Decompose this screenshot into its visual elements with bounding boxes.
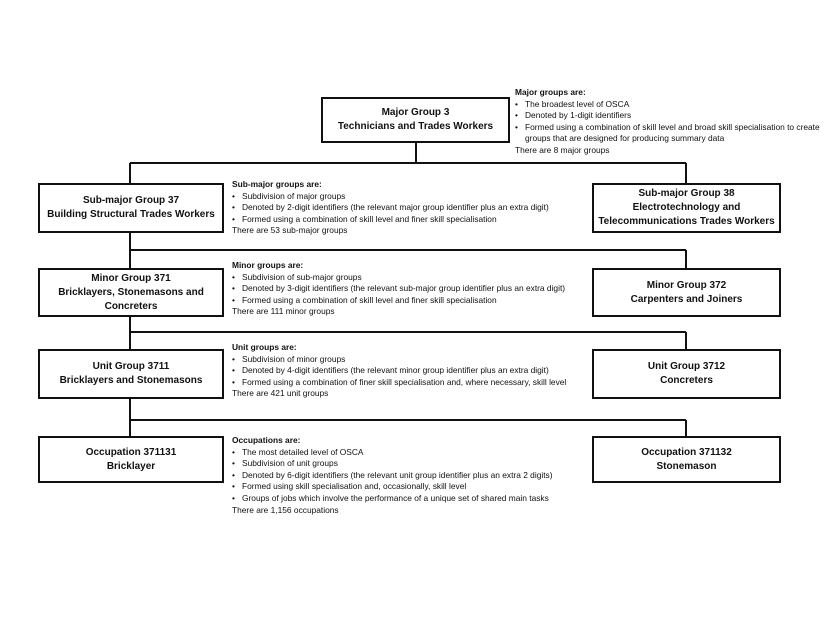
note-item: Subdivision of unit groups [232,458,592,470]
note-item: Denoted by 3-digit identifiers (the rele… [232,283,584,295]
note-heading: Major groups are: [515,87,586,97]
note-list: Subdivision of sub-major groups Denoted … [232,272,584,307]
note-item: Subdivision of sub-major groups [232,272,584,284]
note-heading: Unit groups are: [232,342,297,352]
minor-group-left-box: Minor Group 371 Bricklayers, Stonemasons… [38,268,224,317]
submajor-group-right-box: Sub-major Group 38 Electrotechnology and… [592,183,781,233]
major-group-subtitle: Technicians and Trades Workers [337,121,494,132]
note-list: The most detailed level of OSCA Subdivis… [232,447,592,505]
unit-group-left-box: Unit Group 3711 Bricklayers and Stonemas… [38,349,224,399]
note-item: Formed using a combination of skill leve… [515,122,820,145]
note-item: Formed using a combination of skill leve… [232,295,584,307]
occupations-note: Occupations are: The most detailed level… [232,435,592,516]
note-item: Formed using skill specialisation and, o… [232,481,592,493]
minor-groups-note: Minor groups are: Subdivision of sub-maj… [232,260,584,318]
occupation-left-subtitle: Bricklayer [106,460,156,472]
note-heading: Sub-major groups are: [232,179,322,189]
major-groups-note: Major groups are: The broadest level of … [515,87,820,157]
note-footer: There are 1,156 occupations [232,504,339,515]
note-footer: There are 53 sub-major groups [232,225,348,236]
submajor-right-title: Sub-major Group 38 [638,188,735,199]
submajor-left-subtitle: Building Structural Trades Workers [47,209,215,220]
note-list: Subdivision of minor groups Denoted by 4… [232,354,584,389]
note-item: Denoted by 1-digit identifiers [515,110,820,122]
occupation-right-title: Occupation 371132 [641,446,732,458]
note-item: Subdivision of minor groups [232,354,584,366]
unit-groups-note: Unit groups are: Subdivision of minor gr… [232,342,584,400]
note-item: Denoted by 6-digit identifiers (the rele… [232,470,592,482]
minor-right-title: Minor Group 372 [646,279,727,291]
note-footer: There are 111 minor groups [232,306,335,317]
note-item: The broadest level of OSCA [515,99,820,111]
note-item: Formed using a combination of skill leve… [232,214,584,226]
submajor-right-subtitle: Electrotechnology and Telecommunications… [598,202,775,227]
major-group-title: Major Group 3 [381,107,450,118]
note-item: The most detailed level of OSCA [232,447,592,459]
minor-group-right-box: Minor Group 372 Carpenters and Joiners [592,268,781,317]
minor-left-subtitle: Bricklayers, Stonemasons and Concreters [58,286,204,312]
note-list: The broadest level of OSCA Denoted by 1-… [515,99,820,145]
note-item: Subdivision of major groups [232,191,584,203]
unit-left-title: Unit Group 3711 [92,361,170,372]
note-item: Denoted by 2-digit identifiers (the rele… [232,202,584,214]
unit-group-right-box: Unit Group 3712 Concreters [592,349,781,399]
submajor-group-left-box: Sub-major Group 37 Building Structural T… [38,183,224,233]
occupation-left-box: Occupation 371131 Bricklayer [38,436,224,483]
note-item: Formed using a combination of finer skil… [232,377,584,389]
note-footer: There are 421 unit groups [232,388,329,399]
occupation-right-subtitle: Stonemason [656,460,717,472]
note-footer: There are 8 major groups [515,144,610,155]
unit-right-title: Unit Group 3712 [647,361,726,372]
note-heading: Minor groups are: [232,260,304,270]
major-group-box: Major Group 3 Technicians and Trades Wor… [321,97,510,143]
note-list: Subdivision of major groups Denoted by 2… [232,191,584,226]
minor-right-subtitle: Carpenters and Joiners [630,293,743,305]
occupation-right-box: Occupation 371132 Stonemason [592,436,781,483]
unit-right-subtitle: Concreters [660,375,713,386]
note-heading: Occupations are: [232,435,301,445]
unit-left-subtitle: Bricklayers and Stonemasons [59,375,203,386]
submajor-groups-note: Sub-major groups are: Subdivision of maj… [232,179,584,237]
submajor-left-title: Sub-major Group 37 [82,195,180,206]
note-item: Denoted by 4-digit identifiers (the rele… [232,365,584,377]
minor-left-title: Minor Group 371 [91,272,171,284]
occupation-left-title: Occupation 371131 [85,446,177,458]
note-item: Groups of jobs which involve the perform… [232,493,592,505]
